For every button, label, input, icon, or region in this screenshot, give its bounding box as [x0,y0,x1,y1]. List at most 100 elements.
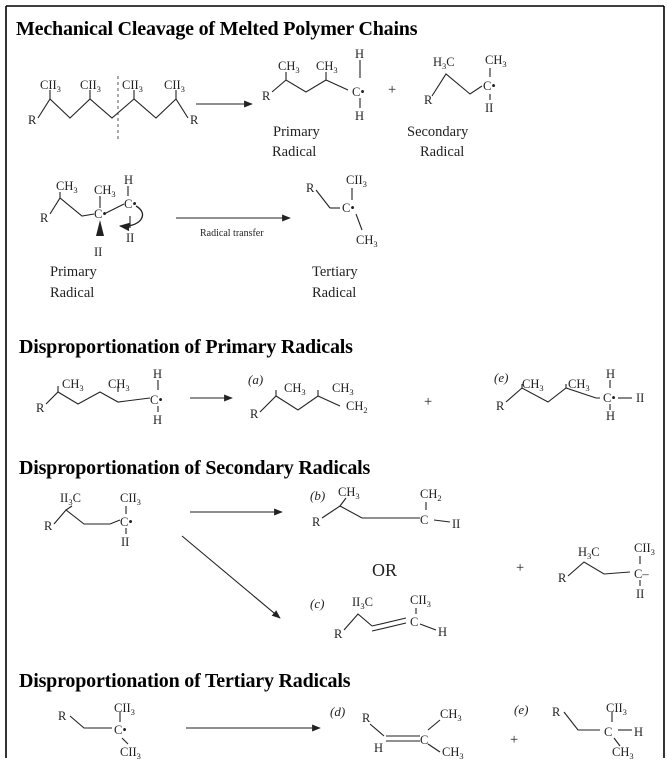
radical-dot: • [491,79,495,93]
secondary-radical-product: R H3C CH3 C• II [424,53,507,115]
atom-CH: CH [440,707,457,721]
atom-H: II [94,245,102,259]
heading-secondary-disproportionation: Disproportionation of Secondary Radicals [19,457,371,479]
subscript-3: 3 [68,497,72,507]
chemical-group-label: CH3 [332,381,354,397]
chemical-group-label: CII3 [346,173,367,189]
atom-C: C [94,207,102,221]
label-tertiary: Tertiary [312,264,358,280]
chemical-group-label: C• [114,723,127,737]
product-d-alkene: R H C CH3 CH3 [362,707,464,761]
atom-H: H [438,625,447,639]
atom-C: C [342,201,350,215]
atom-CH: CH [338,485,355,499]
atom-H: II [485,101,493,115]
atom-H: H [355,109,364,123]
atom-H: H [433,55,442,69]
atom-H: H [606,367,615,381]
atom-C: C [446,55,454,69]
label-radical-transfer: Radical transfer [200,228,264,239]
atom-CII: CII [164,78,181,92]
atom-CH: CH [56,179,73,193]
label-or: OR [372,560,397,580]
atom-H: H [634,725,643,739]
radical-dot: • [102,207,106,221]
atom-CH: CH [356,233,373,247]
chemical-group-label: CH3 [284,381,306,397]
atom-R: R [552,705,561,719]
subscript-3: 3 [333,65,337,75]
atom-CII: CII [120,491,137,505]
atom-CII: CII [606,701,623,715]
atom-CII: CII [40,78,57,92]
atom-CH: CH [284,381,301,395]
atom-CH: CH [522,377,539,391]
atom-H: II [636,391,644,405]
subscript-3: 3 [73,185,77,195]
atom-R: R [312,515,321,529]
label-radical: Radical [420,144,464,160]
chemical-group-label: CII3 [164,78,185,94]
atom-R: R [306,181,315,195]
primary-radical-product: R CH3 CH3 H C• H [262,47,365,123]
chemical-group-label: CII3 [120,745,141,761]
tag-e: (e) [514,702,528,717]
atom-CII: CII [80,78,97,92]
tag-c: (c) [310,596,324,611]
plus-sign: + [516,560,524,576]
subscript-3: 3 [363,179,367,189]
atom-H: II [452,517,460,531]
subscript-3: 3 [295,65,299,75]
chemical-group-label: CH3 [522,377,544,393]
chemical-group-label: C• [483,79,496,93]
chemical-group-label: CII3 [120,491,141,507]
atom-CH: CH [62,377,79,391]
atom-R: R [496,399,505,413]
subscript-3: 3 [442,61,446,71]
chemical-group-label: CII3 [410,593,431,609]
subscript-3: 3 [97,84,101,94]
subscript-3: 3 [301,387,305,397]
chemical-group-label: CH3 [356,233,378,249]
atom-R: R [250,407,259,421]
label-primary: Primary [50,264,97,280]
atom-C: C [483,79,491,93]
tertiary-radical-product: R CII3 C• CH3 [306,173,378,249]
atom-CH: CH [420,487,437,501]
subscript-3: 3 [139,84,143,94]
atom-R: R [40,211,49,225]
atom-H: II [126,231,134,245]
atom-R: R [262,89,271,103]
chemical-group-label: CH3 [278,59,300,75]
atom-R: R [44,519,53,533]
subscript-3: 3 [181,84,185,94]
heading-tertiary-disproportionation: Disproportionation of Tertiary Radicals [19,670,351,692]
atom-CH: CH [485,53,502,67]
subscript-3: 3 [651,547,655,557]
atom-H: II [121,535,129,549]
chemical-group-label: CH2 [346,399,368,415]
chemical-group-label: C• [352,85,365,99]
atom-R: R [36,401,45,415]
primary-radical-transfer-reactant: R CH3 CH3 C• H C• II II [40,173,144,259]
atom-C: C [73,491,81,505]
chemical-group-label: CH3 [442,745,464,761]
chemical-group-label: C• [603,391,616,405]
radical-dot: • [122,723,126,737]
product-e-isobutane: R CII3 C H CH3 [552,701,643,761]
atom-C: C [114,723,122,737]
atom-C: C [591,545,599,559]
atom-C: C [604,725,612,739]
subscript-2: 2 [437,493,441,503]
atom-R: R [190,113,199,127]
subscript-3: 3 [125,383,129,393]
chemical-group-label: CH3 [568,377,590,393]
atom-CH: CH [568,377,585,391]
atom-H: II [60,491,68,505]
tag-b: (b) [310,488,325,503]
product-b-alkene: R CH3 CH2 C II [312,485,460,531]
label-radical: Radical [272,144,316,160]
subscript-3: 3 [623,707,627,717]
